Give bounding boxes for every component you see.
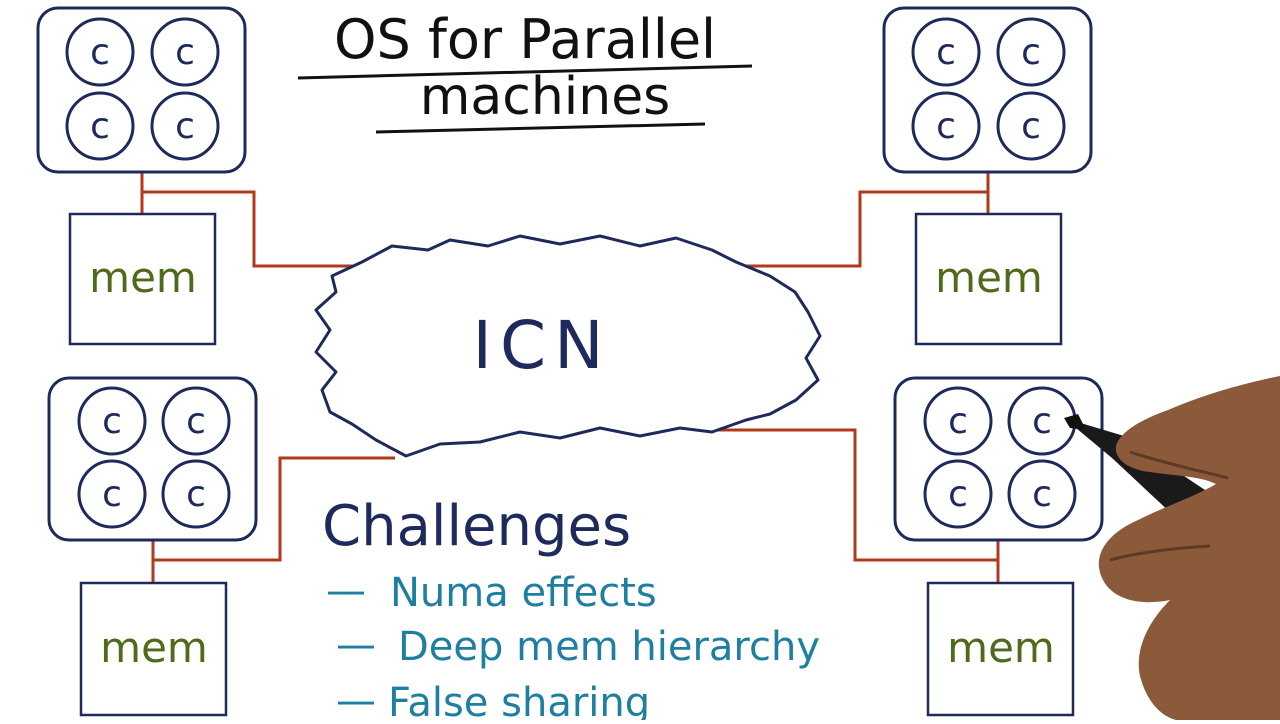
core-label: c <box>1032 474 1052 515</box>
core: c <box>77 386 147 456</box>
challenge-item: — Numa effects <box>326 568 657 616</box>
core-label: c <box>936 106 956 147</box>
core: c <box>161 459 231 529</box>
wire-node-4 <box>712 428 1000 583</box>
node-bottom-left: c c c c mem <box>47 376 258 717</box>
core-circle <box>911 17 981 87</box>
core: c <box>1007 386 1077 456</box>
core-circle <box>77 386 147 456</box>
core-label: c <box>175 32 195 73</box>
core: c <box>911 17 981 87</box>
core-label: c <box>936 32 956 73</box>
core: c <box>923 386 993 456</box>
core: c <box>150 91 220 161</box>
memory-label: mem <box>89 253 197 302</box>
processor-box <box>47 376 258 542</box>
core-circle <box>65 17 135 87</box>
core: c <box>1007 459 1077 529</box>
memory-box <box>79 581 228 717</box>
title-underline-2 <box>375 122 706 134</box>
core-circle <box>996 91 1066 161</box>
core-label: c <box>102 401 122 442</box>
core: c <box>996 17 1066 87</box>
core: c <box>150 17 220 87</box>
challenge-item: — False sharing <box>336 678 650 724</box>
node-bottom-right: c c c c mem <box>893 376 1104 717</box>
core-label: c <box>102 474 122 515</box>
icn-cloud-outline <box>314 234 822 458</box>
icn-cloud: ICN <box>314 234 822 458</box>
node-top-left: c c c c mem <box>36 6 247 346</box>
core: c <box>996 91 1066 161</box>
core-label: c <box>948 401 968 442</box>
memory-box <box>68 212 217 346</box>
core-circle <box>150 91 220 161</box>
challenges-heading: Challenges <box>322 494 631 559</box>
core-circle <box>996 17 1066 87</box>
finger-crease <box>1129 450 1229 480</box>
core-circle <box>161 459 231 529</box>
title-line-2: machines <box>420 67 671 127</box>
challenge-dash: — <box>336 622 376 668</box>
core: c <box>65 17 135 87</box>
core-label: c <box>1032 401 1052 442</box>
core-label: c <box>90 32 110 73</box>
challenge-dash: — <box>336 678 376 720</box>
processor-box <box>893 376 1104 542</box>
interconnect-wires <box>140 172 1000 583</box>
title: OS for Parallel machines <box>297 8 753 134</box>
wire-node-1 <box>140 172 362 268</box>
memory-label: mem <box>947 623 1055 672</box>
core: c <box>911 91 981 161</box>
core-circle <box>65 91 135 161</box>
core-circle <box>923 386 993 456</box>
core-label: c <box>1021 32 1041 73</box>
memory-label: mem <box>100 623 208 672</box>
core-label: c <box>186 401 206 442</box>
core: c <box>65 91 135 161</box>
challenge-dash: — <box>326 568 366 614</box>
core-circle <box>150 17 220 87</box>
memory-box <box>926 581 1075 717</box>
marker-tip <box>1064 414 1086 430</box>
core-circle <box>161 386 231 456</box>
core: c <box>923 459 993 529</box>
node-top-right: c c c c mem <box>882 6 1093 346</box>
presenter-hand <box>1064 376 1280 720</box>
wire-node-2 <box>734 172 990 268</box>
memory-box <box>914 212 1063 346</box>
core-label: c <box>90 106 110 147</box>
core-circle <box>77 459 147 529</box>
core-label: c <box>186 474 206 515</box>
core-label: c <box>1021 106 1041 147</box>
icn-label: ICN <box>473 307 612 384</box>
challenges-section: Challenges — Numa effects — Deep mem hie… <box>322 494 820 724</box>
memory-label: mem <box>935 253 1043 302</box>
finger-crease <box>1109 544 1211 562</box>
title-line-1: OS for Parallel <box>334 8 716 71</box>
wire-node-3 <box>151 456 395 583</box>
challenge-text: Numa effects <box>390 570 657 616</box>
challenge-text: Deep mem hierarchy <box>398 624 820 670</box>
challenge-item: — Deep mem hierarchy <box>336 622 820 670</box>
challenge-text: False sharing <box>388 680 650 720</box>
processor-box <box>36 6 247 174</box>
core: c <box>77 459 147 529</box>
core-circle <box>1007 459 1077 529</box>
core-label: c <box>175 106 195 147</box>
core-circle <box>911 91 981 161</box>
core-circle <box>923 459 993 529</box>
processor-box <box>882 6 1093 174</box>
core: c <box>161 386 231 456</box>
core-label: c <box>948 474 968 515</box>
title-underline-1 <box>297 64 753 80</box>
